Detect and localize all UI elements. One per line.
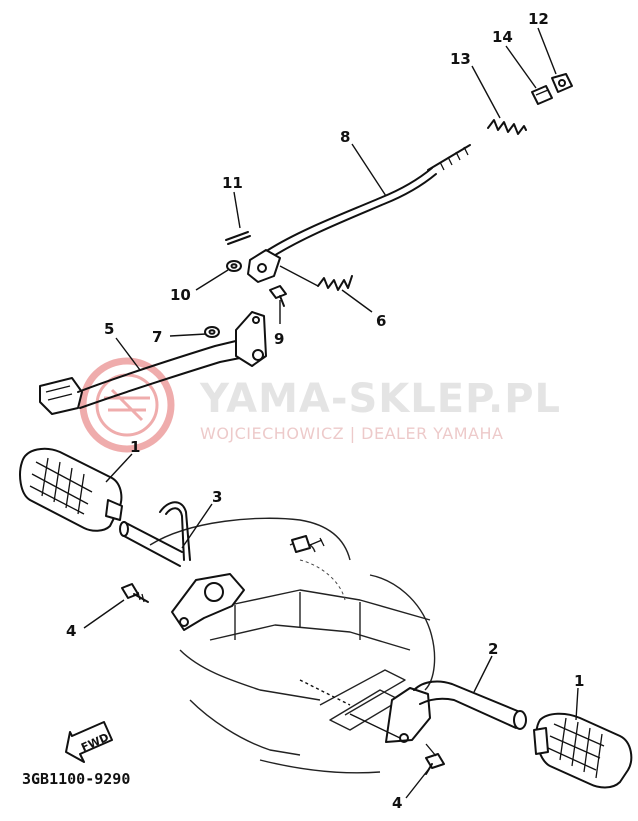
- callout-6: 6: [376, 312, 386, 330]
- callouts: 12 14 13 8 11 10 9 6 7 5 1 3 4 2 1 4: [66, 10, 584, 812]
- part-1-footrest-left: [19, 447, 123, 532]
- watermark-subtitle: WOJCIECHOWICZ | DEALER YAMAHA: [200, 424, 503, 443]
- leader-lines: [83, 27, 579, 799]
- brake-arm: [247, 249, 281, 283]
- callout-12: 12: [528, 10, 549, 28]
- callout-10: 10: [170, 286, 191, 304]
- callout-4-left: 4: [66, 622, 76, 640]
- part-8-cable: [267, 144, 471, 258]
- callout-2: 2: [488, 640, 498, 658]
- part-1-footrest-right: [533, 712, 633, 789]
- frame-plug: [291, 535, 311, 553]
- watermark-title: YAMA-SKLEP.PL: [199, 376, 561, 422]
- callout-14: 14: [492, 28, 513, 46]
- callout-9: 9: [274, 330, 284, 348]
- part-2-bracket-right: [385, 680, 527, 743]
- callout-8: 8: [340, 128, 350, 146]
- callout-7: 7: [152, 328, 162, 346]
- part-14-nut: [531, 85, 553, 105]
- part-7-washer: [204, 326, 220, 338]
- part-13-spring: [487, 119, 527, 135]
- part-5-brake-pedal: [39, 311, 267, 415]
- callout-3: 3: [212, 488, 222, 506]
- part-12-clevis: [551, 73, 573, 93]
- fwd-arrow-icon: FWD: [65, 721, 113, 763]
- callout-5: 5: [104, 320, 114, 338]
- watermark: YAMA-SKLEP.PL WOJCIECHOWICZ | DEALER YAM…: [79, 357, 561, 453]
- part-6-spring: [279, 265, 353, 291]
- callout-4-right: 4: [392, 794, 402, 812]
- frame-outline: [149, 517, 436, 774]
- callout-1-left: 1: [130, 438, 140, 456]
- part-4-bolt-left: [121, 583, 149, 603]
- part-11-pin: [225, 231, 251, 245]
- part-4-bolt-right: [425, 743, 445, 775]
- part-9-bolt: [269, 285, 287, 307]
- part-code: 3GB1100-9290: [22, 770, 130, 788]
- callout-1-right: 1: [574, 672, 584, 690]
- callout-11: 11: [222, 174, 243, 192]
- part-10-washer: [226, 260, 242, 272]
- callout-13: 13: [450, 50, 471, 68]
- part-3-bracket-left: [119, 501, 245, 631]
